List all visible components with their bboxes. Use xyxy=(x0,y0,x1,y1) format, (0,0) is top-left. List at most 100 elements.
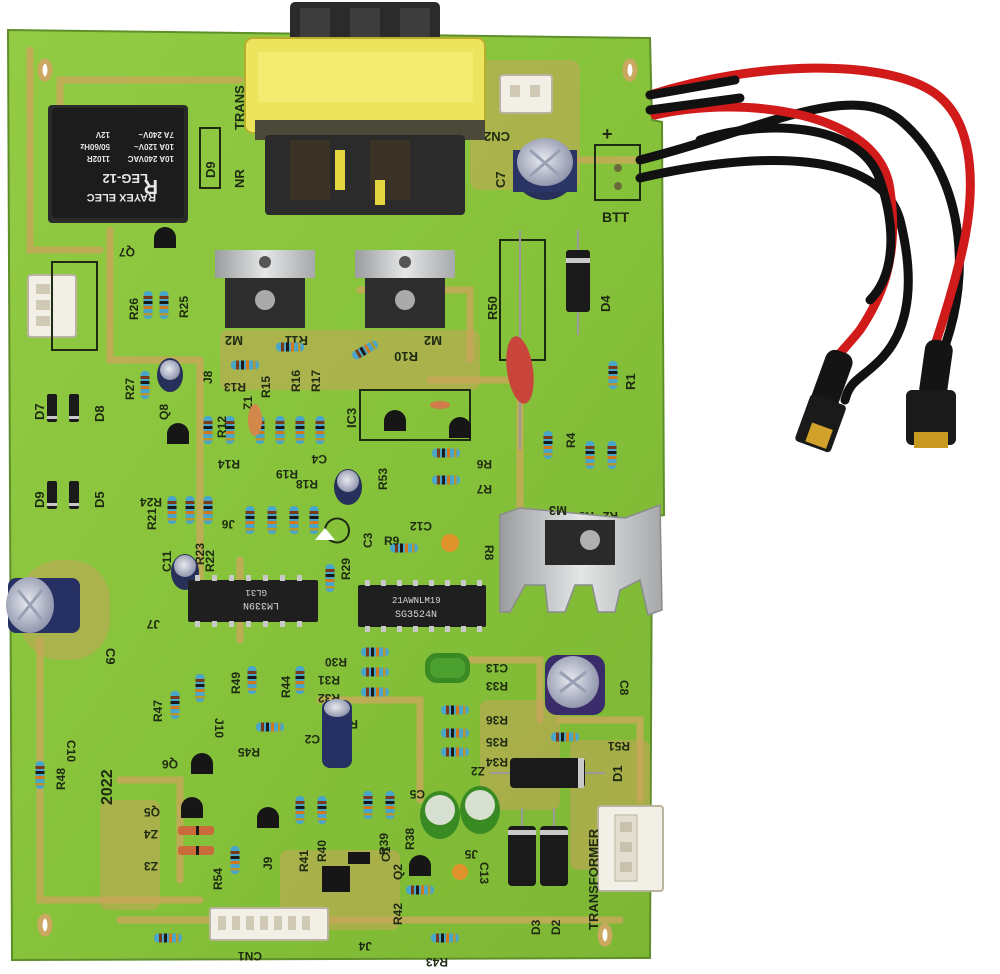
label-q7: Q7 xyxy=(119,245,135,259)
capacitor-c4 xyxy=(334,469,362,505)
label-r23: R23 xyxy=(193,543,207,565)
label-r29: R29 xyxy=(339,558,353,580)
label-r22: R22 xyxy=(203,550,217,572)
label-m3: M3 xyxy=(549,503,567,518)
label-r38: R38 xyxy=(403,828,417,850)
transistor-q6 xyxy=(191,753,213,774)
label-c5: C5 xyxy=(409,787,425,801)
label-j6: J6 xyxy=(221,517,235,531)
transistor-q2 xyxy=(409,855,431,876)
label-d9b: D9 xyxy=(32,491,47,508)
wire-terminal-right xyxy=(906,339,956,448)
transistor-q5 xyxy=(181,797,203,818)
label-r30: R30 xyxy=(325,655,347,669)
label-ic3: IC3 xyxy=(344,408,359,428)
label-z3: Z3 xyxy=(144,859,158,873)
label-r19: R19 xyxy=(276,467,298,481)
label-r49: R49 xyxy=(229,672,243,694)
label-j10: J10 xyxy=(212,718,226,738)
label-r50: R50 xyxy=(485,296,500,320)
label-c8: C8 xyxy=(617,680,631,696)
zener-diodes xyxy=(178,826,214,855)
label-r31: R31 xyxy=(318,673,340,687)
label-z2: Z2 xyxy=(471,764,485,778)
label-q2: Q2 xyxy=(391,864,405,880)
label-transformer: TRANSFORMER xyxy=(586,828,601,930)
label-r6: R6 xyxy=(476,457,492,471)
label-r21: R21 xyxy=(145,508,159,530)
relay-model: LEG-12 xyxy=(102,171,148,186)
capacitor-small-left xyxy=(157,358,183,392)
label-d9: D9 xyxy=(203,161,218,178)
label-r40: R40 xyxy=(315,840,329,862)
relay-brand: RAYEX ELEC xyxy=(87,191,156,203)
heatsink-m2-right xyxy=(355,250,455,328)
ic-left-model: LM339N xyxy=(243,599,279,610)
resistor-r50 xyxy=(499,230,546,450)
diode-d3 xyxy=(508,808,536,886)
label-d8: D8 xyxy=(92,405,107,422)
capacitor-c9 xyxy=(6,577,80,633)
connector-cn2 xyxy=(499,74,553,114)
ic-chip-left: LM339N GL31 xyxy=(188,575,318,627)
label-c10: C10 xyxy=(64,740,78,762)
mounting-holes xyxy=(37,58,638,947)
diode-d1 xyxy=(490,758,605,788)
label-r27: R27 xyxy=(123,378,137,400)
label-c13b: C13 xyxy=(477,862,491,884)
diode-d4 xyxy=(566,230,590,335)
transistor-to92-lower xyxy=(322,852,370,892)
label-m2-left: M2 xyxy=(225,333,243,348)
label-btt: BTT xyxy=(602,209,630,225)
relay-rating-2: 10A 120V~ xyxy=(134,142,174,151)
diode-d2 xyxy=(540,808,568,886)
label-trans: TRANS xyxy=(232,85,247,130)
label-r47: R47 xyxy=(151,700,165,722)
label-z4: Z4 xyxy=(144,827,158,841)
label-r9: R9 xyxy=(384,534,400,548)
capacitor-c2 xyxy=(322,699,352,768)
label-r12: R12 xyxy=(215,416,229,438)
label-c9: C9 xyxy=(103,648,118,665)
capacitor-c7 xyxy=(513,138,577,200)
label-r54: R54 xyxy=(211,868,225,890)
label-btt-plus: + xyxy=(602,124,613,144)
capacitor-j5-green xyxy=(460,786,500,834)
btt-terminal xyxy=(594,144,641,201)
label-r48: R48 xyxy=(54,768,68,790)
label-r13: R13 xyxy=(224,380,246,394)
label-r53: R53 xyxy=(376,468,390,490)
label-c13: C13 xyxy=(486,661,508,675)
label-c12: C12 xyxy=(410,519,432,533)
ic-chip-right: 21AWNLM19 SG3524N xyxy=(358,580,486,632)
capacitor-c13-green xyxy=(425,653,470,683)
label-j7: J7 xyxy=(146,617,160,631)
relay-logo-icon: R xyxy=(143,175,158,197)
connector-left-white xyxy=(27,261,98,351)
ic-left-sub: GL31 xyxy=(245,587,267,597)
label-d5: D5 xyxy=(92,491,107,508)
transistor-j9 xyxy=(257,807,279,828)
label-r14: R14 xyxy=(218,457,240,471)
label-r33: R33 xyxy=(486,679,508,693)
label-c2: C2 xyxy=(304,732,320,746)
connector-transformer xyxy=(597,805,664,892)
label-c7: C7 xyxy=(493,171,508,188)
ic-right-model: SG3524N xyxy=(395,610,437,621)
label-cn2: CN2 xyxy=(484,129,510,144)
label-d2: D2 xyxy=(549,919,563,935)
wire-terminal-left xyxy=(795,349,853,453)
label-r44: R44 xyxy=(279,676,293,698)
label-r35: R35 xyxy=(486,735,508,749)
label-r36: R36 xyxy=(486,713,508,727)
label-j4: J4 xyxy=(358,939,372,953)
label-r4: R4 xyxy=(564,432,578,448)
label-r1: R1 xyxy=(623,373,638,390)
label-r8: R8 xyxy=(482,545,496,561)
relay-code: 1102R xyxy=(87,154,110,163)
capacitor-c8 xyxy=(545,655,605,715)
label-m2-right: M2 xyxy=(424,333,442,348)
label-r51: R51 xyxy=(608,739,630,753)
diode-d9-top xyxy=(199,127,221,189)
